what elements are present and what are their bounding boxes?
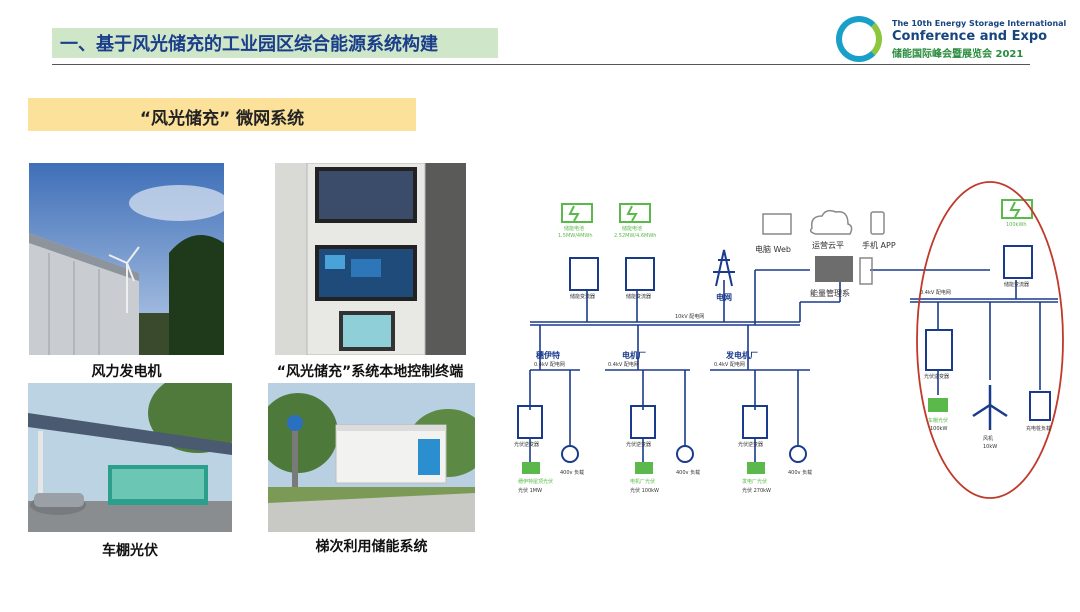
wind-turbine-caption: 风力发电机: [91, 364, 162, 380]
cloud-icon: [809, 209, 853, 235]
pcs-cabinet-icon: [569, 257, 599, 291]
pc-web-label: 电脑 Web: [755, 244, 791, 254]
svg-text:光伏 270kW: 光伏 270kW: [742, 487, 771, 494]
svg-text:光伏逆变器: 光伏逆变器: [924, 373, 949, 380]
svg-text:0.4kV 配电网: 0.4kV 配电网: [534, 361, 565, 368]
solar-panel-icon: [635, 462, 653, 474]
svg-text:1.5MW/4MWh: 1.5MW/4MWh: [558, 233, 593, 239]
storage-system-caption: 梯次利用储能系统: [315, 539, 428, 555]
wind-turbine-icon: [972, 385, 1008, 430]
svg-text:0.4kV 配电网: 0.4kV 配电网: [920, 289, 951, 296]
svg-text:穗伊特屋顶光伏: 穗伊特屋顶光伏: [518, 478, 553, 485]
plant-label: 发电机厂: [725, 350, 758, 360]
svg-text:光伏逆变器: 光伏逆变器: [514, 441, 539, 448]
control-terminal-caption: “风光储充”系统本地控制终端: [276, 364, 464, 380]
svg-text:400v 负载: 400v 负载: [788, 469, 812, 476]
svg-text:储能变流器: 储能变流器: [1004, 281, 1029, 288]
svg-text:车棚光伏: 车棚光伏: [928, 417, 948, 424]
inverter-icon: [742, 405, 768, 439]
battery-icon: [561, 203, 593, 223]
ems-label: 能量管理系: [810, 288, 850, 298]
bulb-icon: [676, 445, 694, 463]
svg-text:光伏逆变器: 光伏逆变器: [626, 441, 651, 448]
svg-text:储能电池: 储能电池: [564, 225, 584, 232]
svg-text:光伏 100kW: 光伏 100kW: [630, 487, 659, 494]
svg-text:100kW: 100kW: [930, 426, 947, 432]
bulb-icon: [561, 445, 579, 463]
inverter-icon: [925, 329, 953, 371]
page-title: 一、基于风光储充的工业园区综合能源系统构建: [60, 34, 438, 55]
inverter-icon: [517, 405, 543, 439]
control-terminal-photo: [275, 163, 466, 355]
svg-text:0.4kV 配电网: 0.4kV 配电网: [714, 361, 745, 368]
section-subtitle: “风光储充” 微网系统: [139, 109, 305, 129]
pcs-cabinet-icon: [625, 257, 655, 291]
logo-line-3: 储能国际峰会暨展览会 2021: [892, 49, 1024, 60]
phone-icon: [870, 211, 885, 235]
charger-icon: [1029, 391, 1051, 421]
solar-panel-icon: [522, 462, 540, 474]
svg-text:光伏 1MW: 光伏 1MW: [518, 487, 542, 494]
inverter-icon: [630, 405, 656, 439]
wind-turbine-photo: [29, 163, 224, 355]
ems-monitor-icon: [815, 256, 853, 282]
svg-text:10kV 配电网: 10kV 配电网: [675, 313, 704, 320]
app-label: 手机 APP: [862, 240, 896, 250]
logo-line-1: The 10th Energy Storage International: [892, 19, 1067, 28]
grid-tower-icon: [713, 249, 735, 287]
svg-text:100kWh: 100kWh: [1006, 222, 1027, 228]
title-divider: [52, 64, 1030, 65]
battery-icon: [1001, 199, 1033, 219]
svg-text:充电桩负载: 充电桩负载: [1026, 425, 1051, 432]
svg-text:400v 负载: 400v 负载: [560, 469, 584, 476]
svg-text:发电厂光伏: 发电厂光伏: [742, 478, 767, 485]
battery-icon: [619, 203, 651, 223]
svg-text:0.4kV 配电网: 0.4kV 配电网: [608, 361, 639, 368]
conference-logo-icon: [836, 16, 882, 62]
svg-text:储能电池: 储能电池: [622, 225, 642, 232]
logo-line-2: Conference and Expo: [892, 29, 1048, 44]
highlight-circle: [916, 181, 1064, 499]
svg-text:风机: 风机: [983, 435, 993, 442]
storage-system-photo: [268, 383, 475, 532]
svg-text:2.52MW/4.6MWh: 2.52MW/4.6MWh: [614, 233, 656, 239]
svg-text:光伏逆变器: 光伏逆变器: [738, 441, 763, 448]
cloud-label: 运营云平: [812, 240, 844, 250]
carport-pv-photo: [28, 383, 232, 532]
svg-text:10kW: 10kW: [983, 444, 997, 450]
carport-pv-caption: 车棚光伏: [102, 543, 158, 559]
pcs-cabinet-icon: [1003, 245, 1033, 279]
title-highlight: [52, 28, 498, 58]
subtitle-highlight: [28, 98, 416, 131]
grid-label: 电网: [716, 292, 732, 302]
plant-label: 电机厂: [622, 350, 646, 360]
pc-monitor-icon: [762, 213, 792, 235]
solar-panel-icon: [747, 462, 765, 474]
svg-text:储能变流器: 储能变流器: [626, 293, 651, 300]
solar-panel-icon: [928, 398, 948, 412]
svg-text:400v 负载: 400v 负载: [676, 469, 700, 476]
plant-label: 穗伊特: [535, 350, 560, 360]
svg-text:储能变流器: 储能变流器: [570, 293, 595, 300]
bulb-icon: [789, 445, 807, 463]
svg-text:电机厂光伏: 电机厂光伏: [630, 478, 655, 485]
microgrid-diagram: 电脑 Web 运营云平 手机 APP 能量管理系 电网 穗伊特 电机厂 发电机厂…: [514, 181, 1064, 499]
